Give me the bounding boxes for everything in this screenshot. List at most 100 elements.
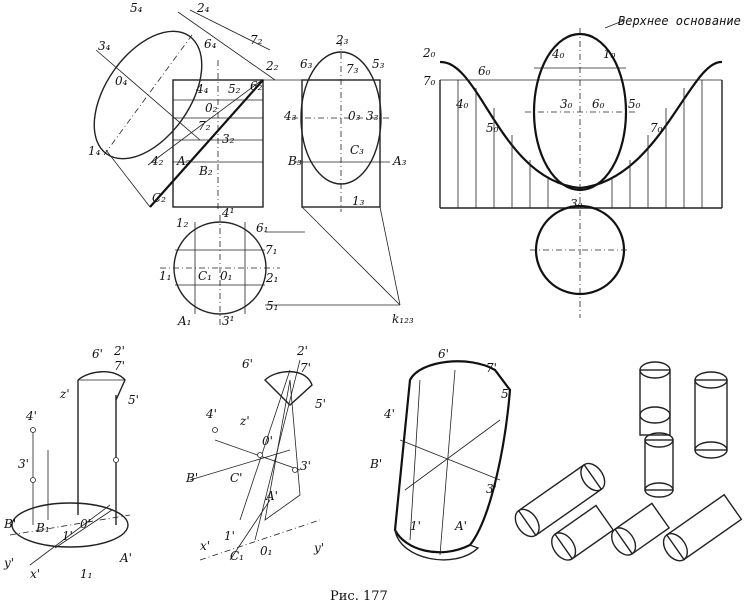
front-point-label: 3₂ [222, 132, 235, 146]
development-view [439, 19, 723, 318]
axo2-point-label: 0₁ [260, 544, 272, 558]
axonometric-view-3 [393, 360, 512, 561]
plan-point-label: C₁ [198, 269, 212, 283]
front-point-label: 0₂ [205, 101, 218, 115]
axo2-point-label: 5' [315, 397, 326, 411]
axo1-point-label: y' [3, 556, 14, 570]
front-point-label: C₂ [152, 191, 166, 205]
development-point-label: 4₀ [551, 47, 565, 61]
axo3-point-label: 1' [410, 519, 421, 533]
plan-point-label: 6₁ [256, 221, 268, 235]
plan-point-label: 1₁ [159, 269, 171, 283]
axo1-point-label: z' [59, 387, 70, 401]
development-point-label: 6₀ [592, 97, 605, 111]
axo2-point-label: A' [265, 489, 278, 503]
side-point-label: 7₃ [346, 62, 359, 76]
log-upright-1 [639, 361, 671, 436]
axo1-point-label: 4' [25, 409, 37, 423]
side-point-label: 1₃ [352, 194, 365, 208]
axo3-point-label: 7' [486, 361, 497, 375]
front-point-label: 6₂ [250, 79, 263, 93]
front-point-label: 3₄ [98, 39, 111, 53]
front-point-label: 1₂ [176, 216, 189, 230]
axo2-point-label: B' [185, 471, 198, 485]
log-lying-2 [551, 504, 615, 561]
axo1-point-label: 7' [114, 359, 125, 373]
plan-view [160, 206, 401, 325]
development-point-label: 3₀ [560, 97, 573, 111]
front-point-label: A₂ [176, 154, 191, 168]
log-lying-1 [514, 462, 606, 538]
axo2-point-label: C₁ [230, 549, 244, 563]
axo1-point-label: 3' [18, 457, 29, 471]
side-point-label: 3₃ [366, 109, 379, 123]
axo2-point-label: 1' [224, 529, 235, 543]
figure-caption: Рис. 177 [330, 589, 388, 604]
axonometric-view-2 [189, 359, 321, 561]
development-point-label: 7₀ [650, 121, 663, 135]
development-point-label: 5₀ [628, 97, 641, 111]
axo2-point-label: 0' [262, 434, 273, 448]
plan-point-label: 0₁ [220, 269, 232, 283]
axo1-point-label: B' [3, 517, 16, 531]
plan-point-label: 7₁ [265, 243, 277, 257]
side-point-label: 4₃ [283, 109, 297, 123]
front-point-label: 5₄ [130, 1, 143, 15]
axo3-point-label: 6' [438, 347, 449, 361]
front-point-label: 1₄ [88, 144, 101, 158]
axo3-point-label: 5' [501, 387, 512, 401]
front-point-label: 5₂ [228, 82, 241, 96]
axonometric-view-1 [9, 371, 131, 566]
axo2-point-label: 4' [205, 407, 217, 421]
development-sine-curve [439, 60, 723, 190]
upper-base-annotation: Верхнее основание [618, 14, 741, 28]
wood-cylinders-illustration [514, 361, 743, 562]
axo2-point-label: 2' [296, 344, 308, 358]
axo1-point-label: A' [119, 551, 132, 565]
side-point-label: B₃ [287, 154, 302, 168]
development-point-label: 2₀ [422, 46, 436, 60]
axo3-point-label: A' [454, 519, 467, 533]
axo2-point-label: y' [313, 541, 324, 555]
axo2-point-label: 7' [300, 361, 311, 375]
axo2-point-label: z' [239, 414, 250, 428]
side-point-label: A₃ [392, 154, 407, 168]
true-shape-ellipse [93, 9, 276, 208]
axo1-point-label: 2' [113, 344, 125, 358]
front-point-label: 2₂ [265, 59, 279, 73]
axo1-point-label: 1' [62, 529, 73, 543]
development-point-label: 1₀ [603, 47, 616, 61]
side-view [263, 40, 390, 212]
side-point-label: 0₃ [348, 109, 361, 123]
axo3-point-label: 3' [486, 482, 497, 496]
plan-point-label: 3¹ [222, 314, 234, 328]
axo1-point-label: 6' [92, 347, 103, 361]
cutting-plane-trace [149, 79, 264, 208]
axo1-point-label: x' [30, 567, 40, 581]
side-point-label: 2₃ [335, 33, 349, 47]
plan-point-label: 5₁ [266, 299, 278, 313]
front-point-label: 7₂ [250, 33, 263, 47]
constant-line-k123 [301, 206, 401, 306]
development-point-label: 3₀ [570, 197, 583, 211]
front-point-label: 2₄ [196, 1, 210, 15]
axo3-point-label: B' [369, 457, 382, 471]
plan-point-label: A₁ [177, 314, 191, 328]
axo3-point-label: 4' [383, 407, 395, 421]
plan-point-label: 4¹ [221, 206, 234, 220]
front-point-label: B₂ [198, 164, 213, 178]
log-small-piece [644, 432, 674, 498]
axo1-point-label: B₁ [35, 521, 50, 535]
log-upright-2 [694, 371, 728, 459]
development-point-label: 4₀ [455, 97, 469, 111]
side-point-label: 5₃ [372, 57, 385, 71]
side-point-label: 6₃ [300, 57, 313, 71]
development-point-label: 7₀ [423, 74, 436, 88]
development-point-label: 5₀ [486, 121, 499, 135]
axo2-point-label: C' [230, 471, 242, 485]
front-point-label: 6₄ [204, 37, 217, 51]
log-lying-4 [662, 493, 743, 562]
development-point-label: 6₀ [478, 64, 491, 78]
